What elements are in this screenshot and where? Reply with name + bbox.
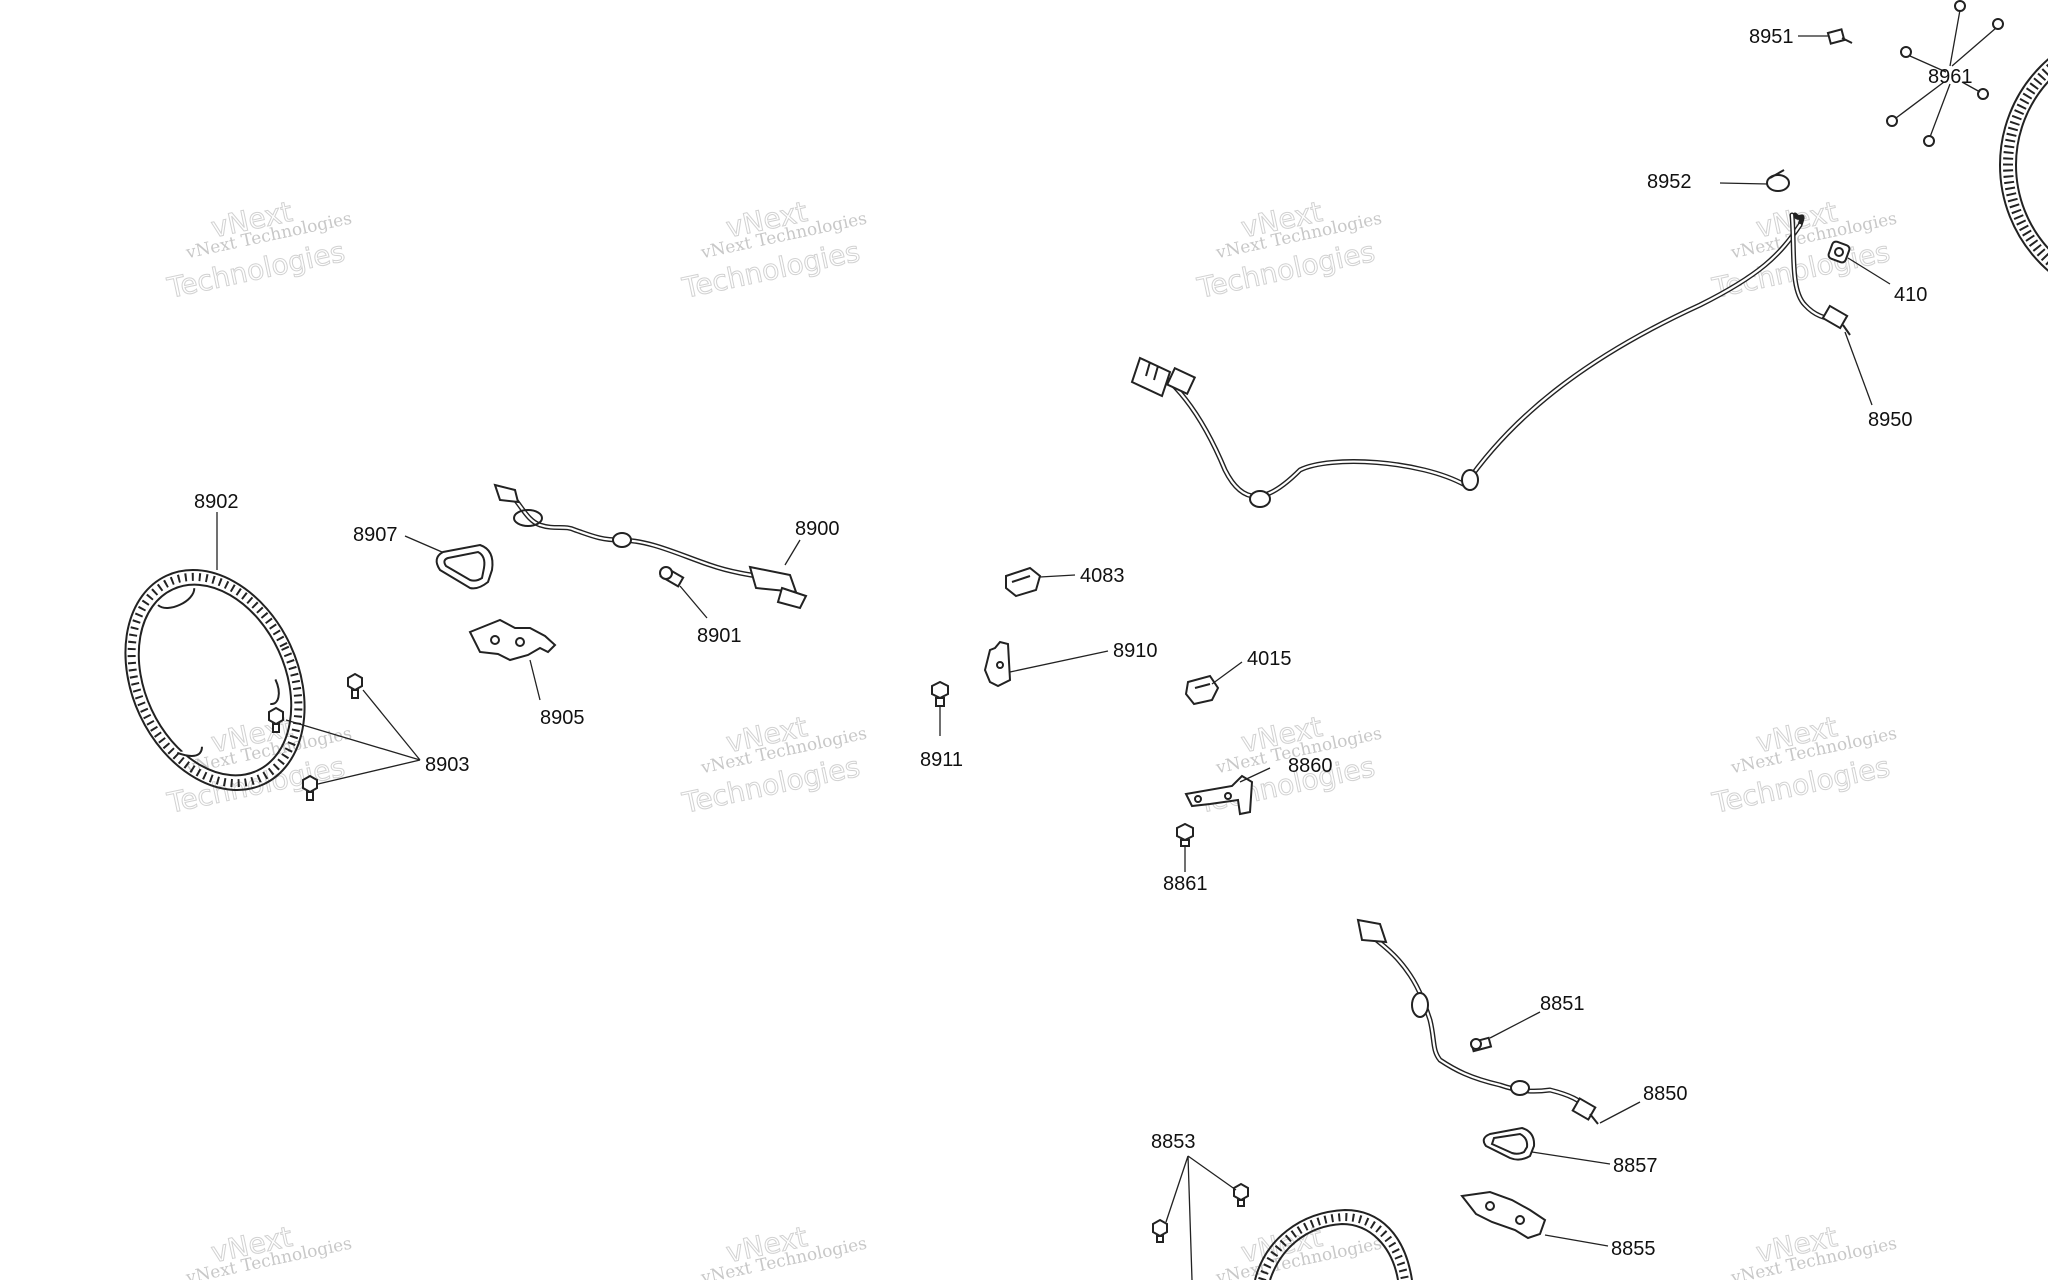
watermark-12: vNext vNext Technologies <box>1728 1220 1898 1280</box>
bolts-8903 <box>268 672 363 801</box>
callout-8910: 8910 <box>1113 640 1158 662</box>
bolt-8901 <box>659 566 685 588</box>
watermark-3: vNext vNext Technologies Technologies <box>1193 195 1383 306</box>
callout-8911: 8911 <box>920 749 963 771</box>
clip-4015 <box>1184 674 1220 706</box>
callout-8905: 8905 <box>540 707 585 729</box>
callout-8901: 8901 <box>697 625 742 647</box>
watermark-10: vNext vNext Technologies <box>698 1220 868 1280</box>
bolts-8853 <box>1152 1182 1249 1243</box>
bracket-8905 <box>468 618 557 662</box>
watermark-6: vNext vNext Technologies Technologies <box>678 710 868 821</box>
tone-ring-rear <box>1999 58 2048 272</box>
bolt-8951 <box>1826 28 1853 45</box>
clip-8952 <box>1766 169 1790 192</box>
callout-8900: 8900 <box>795 518 840 540</box>
callout-4015: 4015 <box>1247 648 1292 670</box>
sensor-8850-harness <box>1356 918 1599 1125</box>
bolt-8851 <box>1470 1036 1493 1053</box>
callout-8950: 8950 <box>1868 409 1913 431</box>
watermark-11: vNext vNext Technologies <box>1213 1220 1383 1280</box>
bracket-8860 <box>1184 774 1254 816</box>
bolt-8911 <box>931 680 949 707</box>
bolt-8861 <box>1176 822 1194 847</box>
tone-ring-8902 <box>124 569 306 791</box>
callout-8907: 8907 <box>353 524 398 546</box>
grommet-410 <box>1827 240 1851 264</box>
clip-4083 <box>1005 566 1042 598</box>
callout-8952: 8952 <box>1647 171 1692 193</box>
bracket-8910 <box>983 640 1012 688</box>
watermark-2: vNext vNext Technologies Technologies <box>678 195 868 306</box>
callout-8850: 8850 <box>1643 1083 1688 1105</box>
callout-8902: 8902 <box>194 491 239 513</box>
callout-8853: 8853 <box>1151 1131 1196 1153</box>
watermark-9: vNext vNext Technologies <box>183 1220 353 1280</box>
callout-8903: 8903 <box>425 754 470 776</box>
callout-8860: 8860 <box>1288 755 1333 777</box>
callout-8951: 8951 <box>1749 26 1794 48</box>
callout-4083: 4083 <box>1080 565 1125 587</box>
watermark-1: vNext vNext Technologies Technologies <box>163 195 353 306</box>
tone-ring-front-right <box>1254 1208 1413 1280</box>
clip-8857 <box>1482 1126 1536 1161</box>
callout-8857: 8857 <box>1613 1155 1658 1177</box>
watermark-8: vNext vNext Technologies Technologies <box>1708 710 1898 821</box>
callout-8851: 8851 <box>1540 993 1585 1015</box>
bracket-8855 <box>1460 1190 1547 1240</box>
callout-8855: 8855 <box>1611 1238 1656 1260</box>
callout-8861: 8861 <box>1163 873 1208 895</box>
sensor-8950-harness <box>1130 212 1851 508</box>
clip-8907 <box>435 543 494 590</box>
watermark-5: vNext vNext Technologies Technologies <box>163 710 353 821</box>
callout-410: 410 <box>1894 284 1927 306</box>
sensor-8900-harness <box>493 483 808 610</box>
callout-8961: 8961 <box>1928 66 1973 88</box>
